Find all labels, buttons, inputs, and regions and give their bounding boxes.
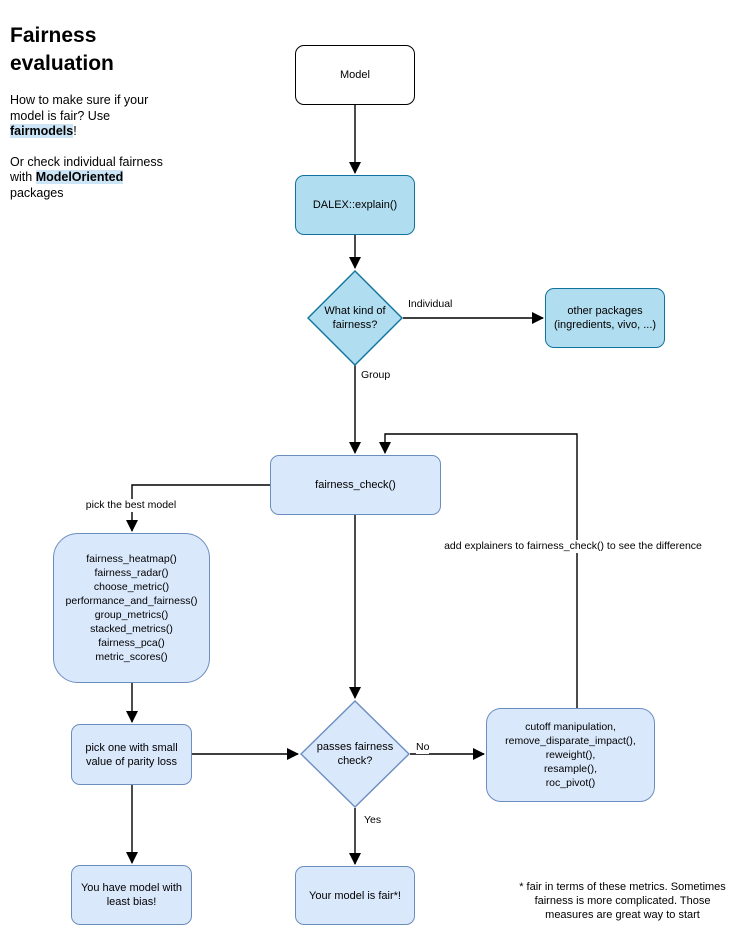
node-least-bias-label: You have model with least bias! — [80, 882, 183, 908]
modeloriented-highlight: ModelOriented — [35, 170, 124, 184]
passes-line1: passes fairness — [316, 741, 394, 753]
passes-line2: check? — [337, 755, 373, 767]
tool-performance-and-fairness: performance_and_fairness() — [65, 595, 198, 607]
mitigation-remove-disparate-impact: remove_disparate_impact(), — [505, 735, 636, 747]
intro-panel: Fairness evaluation How to make sure if … — [10, 22, 195, 201]
node-model-label: Model — [340, 69, 370, 81]
kind-line1: What kind of — [324, 305, 386, 317]
tool-fairness-radar: fairness_radar() — [94, 567, 169, 579]
node-model-fair-label: Your model is fair*! — [309, 889, 401, 902]
other-packages-line1: other packages — [567, 305, 643, 317]
title-line1: Fairness — [10, 24, 97, 47]
kind-line2: fairness? — [332, 319, 378, 331]
node-other-packages: other packages (ingredients, vivo, ...) — [545, 288, 665, 348]
mitigation-reweight: reweight(), — [545, 749, 596, 761]
node-bias-mitigation: cutoff manipulation, remove_disparate_im… — [486, 708, 655, 802]
edge-label-group: Group — [361, 369, 391, 382]
mitigation-cutoff: cutoff manipulation, — [525, 721, 616, 733]
fairmodels-highlight: fairmodels — [10, 124, 74, 138]
p2-line3: packages — [10, 185, 64, 200]
footnote-line3: measures are great way to start — [545, 909, 700, 921]
tool-fairness-pca: fairness_pca() — [98, 637, 165, 649]
node-model: Model — [295, 45, 415, 105]
node-fairness-check: fairness_check() — [270, 455, 441, 515]
node-model-fair: Your model is fair*! — [295, 866, 415, 925]
footnote-line2: fairness is more complicated. Those — [534, 895, 711, 907]
node-what-kind-label: What kind of fairness? — [324, 304, 385, 332]
mitigation-resample: resample(), — [543, 763, 598, 775]
node-passes-fairness-check: passes fairness check? — [300, 700, 410, 808]
node-pick-one: pick one with small value of parity loss — [71, 724, 192, 785]
tool-metric-scores: metric_scores() — [95, 651, 168, 663]
edge-mitigation-loop — [379, 433, 578, 708]
edge-label-add-explainers: add explainers to fairness_check() to se… — [427, 540, 719, 553]
mitigation-roc-pivot: roc_pivot() — [545, 777, 596, 789]
page-title: Fairness evaluation — [10, 22, 195, 78]
edge-label-individual: Individual — [408, 298, 453, 311]
node-analysis-tools: fairness_heatmap() fairness_radar() choo… — [53, 533, 210, 683]
other-packages-line2: (ingredients, vivo, ...) — [553, 319, 657, 331]
p1-line1: How to make sure if your — [10, 93, 149, 107]
p1-suffix: ! — [73, 124, 77, 138]
node-passes-check-label: passes fairness check? — [317, 740, 393, 768]
edge-label-yes: Yes — [364, 814, 382, 827]
diamond-shape — [300, 700, 410, 808]
edge-label-pick-best-model: pick the best model — [78, 499, 184, 512]
node-dalex-explain: DALEX::explain() — [295, 175, 415, 235]
tool-fairness-heatmap: fairness_heatmap() — [86, 553, 177, 565]
p2-line1: Or check individual fairness — [10, 154, 163, 169]
node-pick-one-label: pick one with small value of parity loss — [85, 741, 178, 768]
footnote: * fair in terms of these metrics. Someti… — [500, 880, 745, 922]
node-least-bias: You have model with least bias! — [71, 865, 192, 925]
footnote-line1: * fair in terms of these metrics. Someti… — [519, 881, 726, 893]
intro-paragraph-1: How to make sure if your model is fair? … — [10, 93, 195, 140]
tool-group-metrics: group_metrics() — [94, 609, 169, 621]
node-dalex-explain-label: DALEX::explain() — [312, 199, 398, 211]
diamond-shape — [307, 270, 403, 366]
p1-line2: model is fair? Use — [10, 108, 111, 123]
p2-prefix: with — [10, 170, 36, 184]
edge-label-no: No — [416, 741, 430, 754]
intro-paragraph-2: Or check individual fairness with ModelO… — [10, 155, 195, 202]
node-what-kind-of-fairness: What kind of fairness? — [307, 270, 403, 366]
tool-stacked-metrics: stacked_metrics() — [90, 623, 173, 635]
node-fairness-check-label: fairness_check() — [315, 479, 396, 491]
title-line2: evaluation — [10, 52, 114, 75]
edge-check-to-tools — [126, 484, 270, 532]
tool-choose-metric: choose_metric() — [93, 581, 170, 593]
